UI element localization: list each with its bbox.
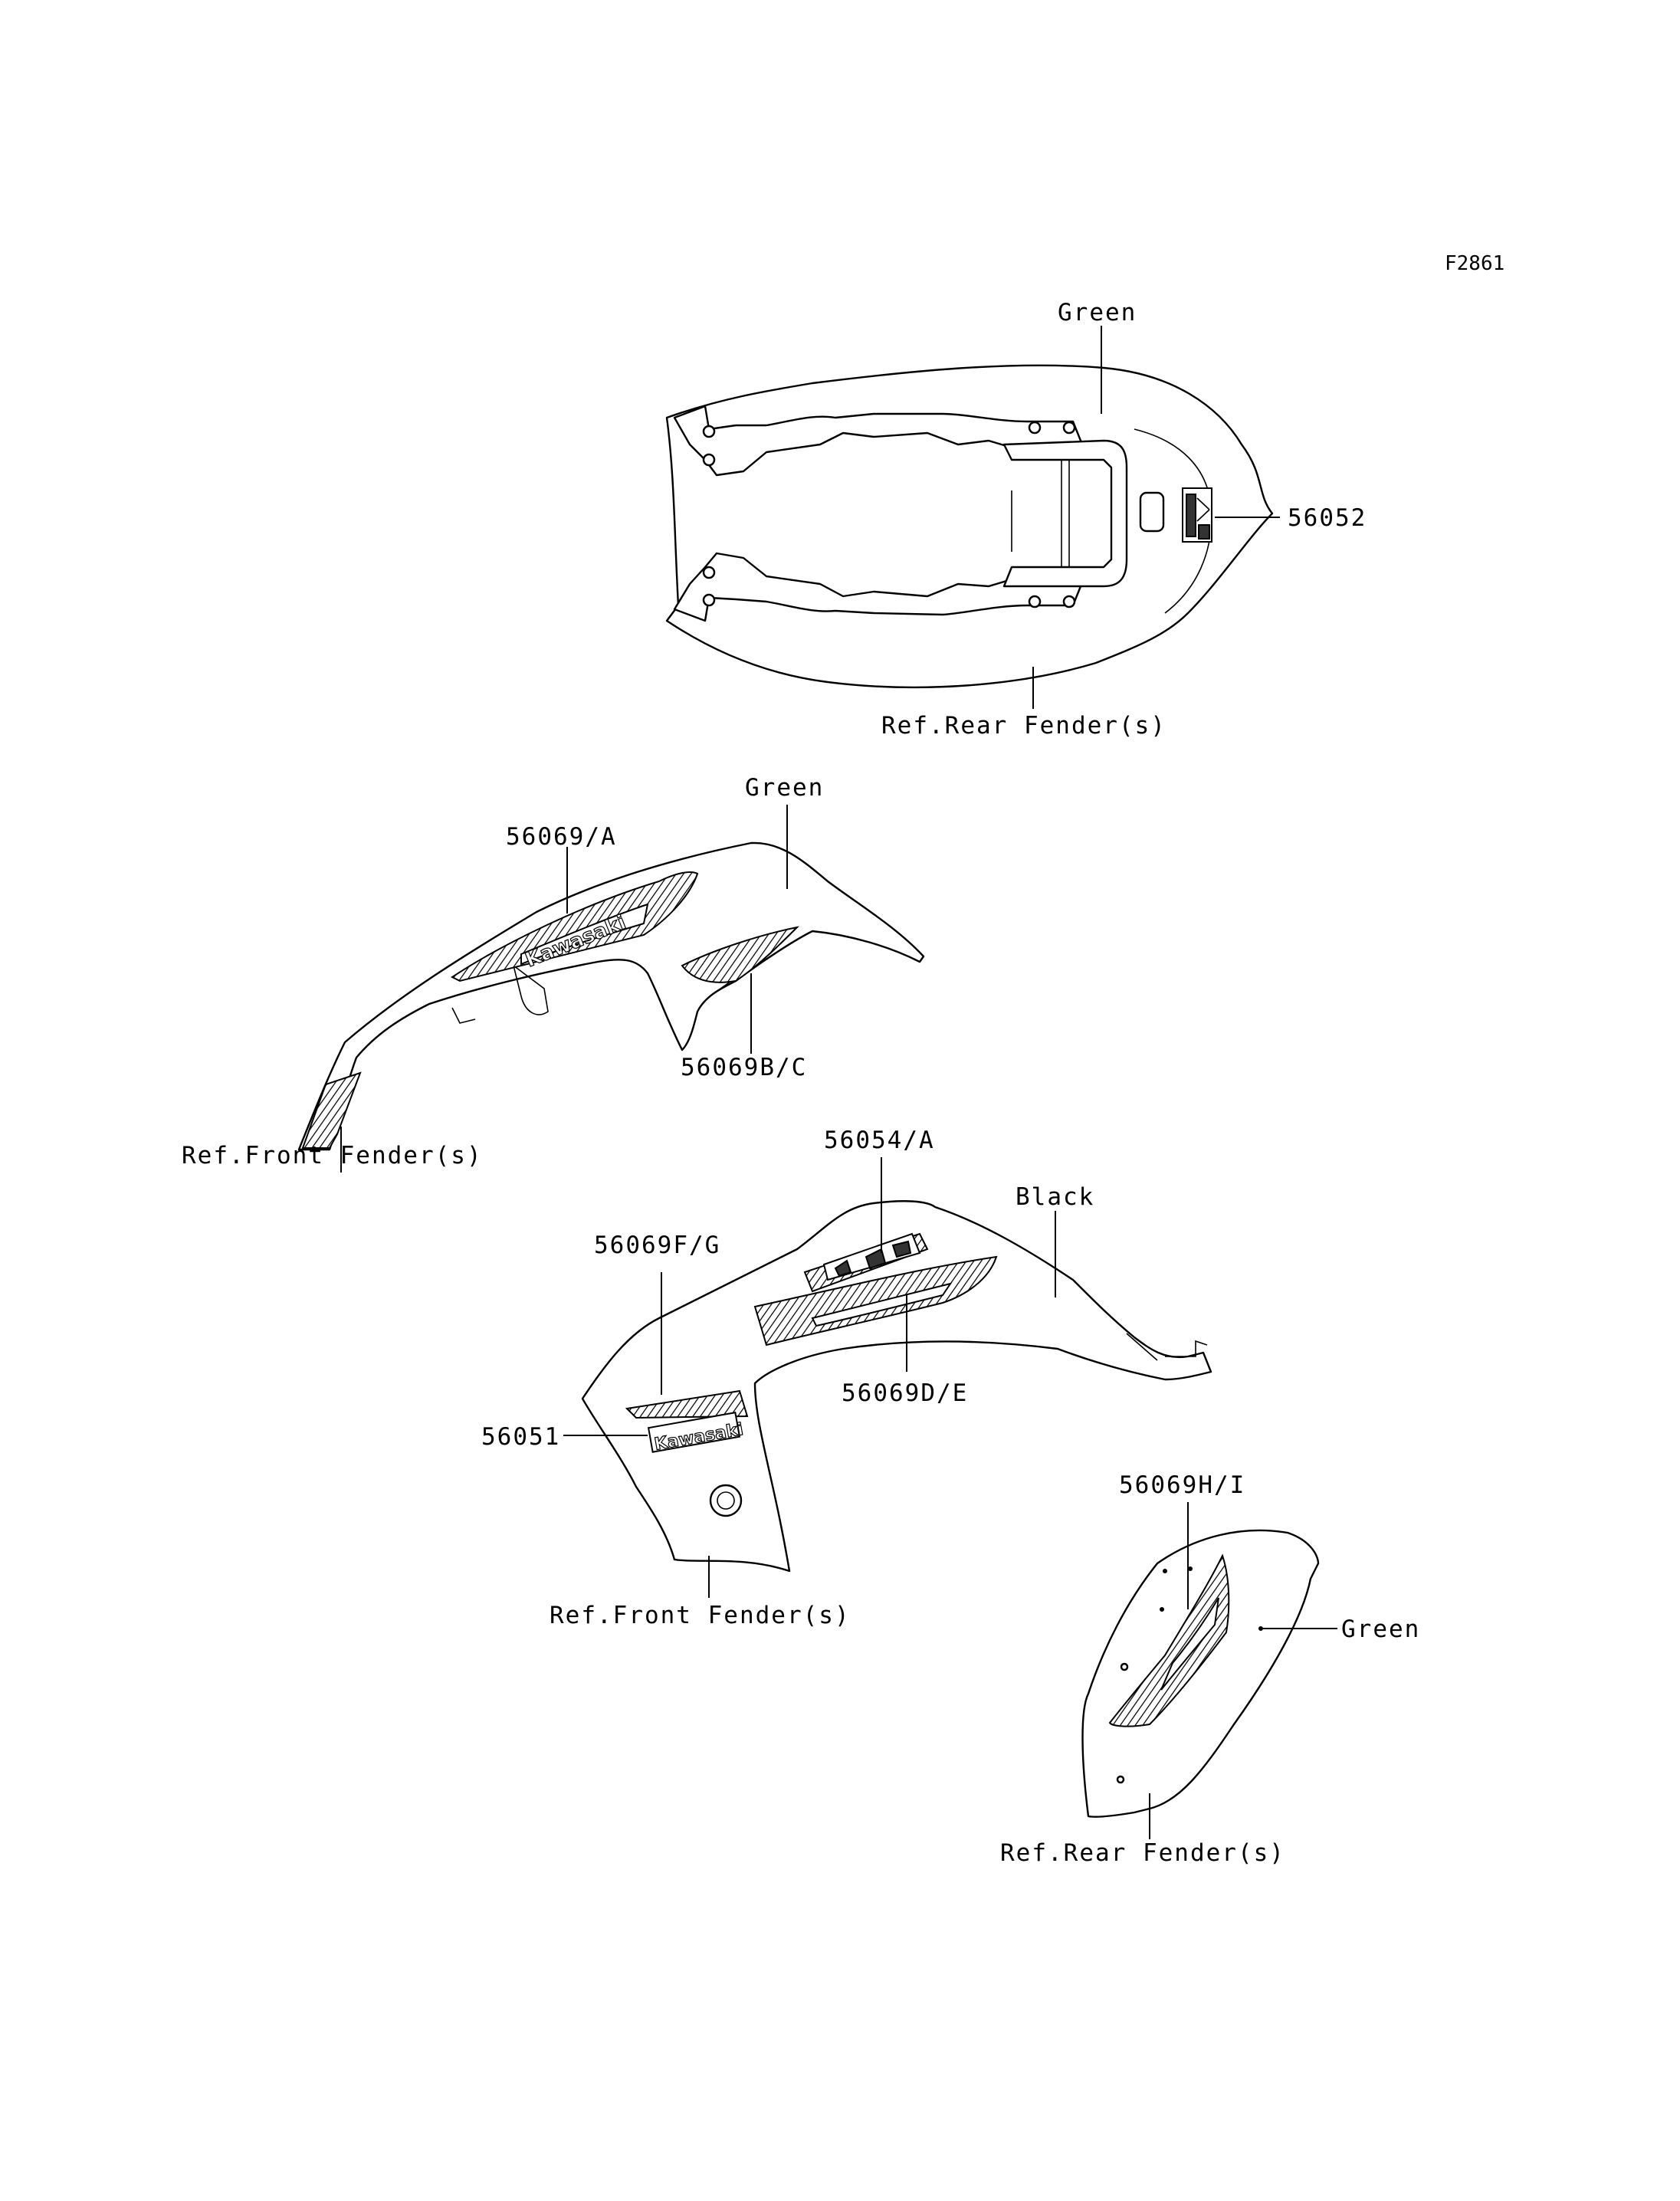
label-tail-color: Green [1058,299,1137,326]
label-side-color: Black [1016,1183,1094,1211]
label-rear-color: Green [1341,1615,1420,1643]
decal-front-lower-tip [301,1071,362,1149]
label-56069de: 56069D/E [842,1379,968,1407]
label-56069bc: 56069B/C [681,1054,807,1081]
figure-code: F2861 [1445,252,1504,275]
label-56069a: 56069/A [506,823,617,851]
decal-56051 [647,1412,741,1453]
label-56069fg: 56069F/G [594,1232,720,1259]
decal-56054-a [803,1232,929,1293]
decal-56069-a [451,871,699,982]
label-56052: 56052 [1288,504,1367,532]
side-cowl-outline [581,1200,1212,1573]
tail-emblem-decal [1182,487,1212,543]
front-cowl-outline [297,841,925,1151]
decal-56069-fg [625,1389,749,1419]
rear-panel-outline [1081,1529,1320,1818]
tail-slot [1139,491,1165,533]
label-front-ref: Ref.Front Fender(s) [182,1142,483,1169]
decal-56069-hi [1108,1553,1230,1727]
label-tail-ref: Ref.Rear Fender(s) [881,712,1166,740]
seat-frame-lower [673,552,1090,622]
label-56054a: 56054/A [824,1127,935,1154]
decal-56069-bc [681,926,800,983]
label-rear-ref: Ref.Rear Fender(s) [1000,1839,1285,1867]
seat-frame-upper [673,405,1090,477]
tail-assembly: Green 56052 Ref.Rear Fender(s) [665,299,1367,740]
tail-cowl-outline [665,364,1274,689]
label-56051: 56051 [481,1423,560,1451]
label-front-color: Green [745,774,824,802]
side-cowl-assembly: Kawasaki 56054/A Black 56069F/G 56069D/E… [481,1127,1212,1629]
rear-panel-assembly: 56069H/I Green Ref.Rear Fender(s) [1000,1471,1420,1867]
grab-rail [1002,439,1128,588]
label-56069hi: 56069H/I [1119,1471,1245,1499]
front-cowl-assembly: Kawasaki Green 56069/A 56069B/C Ref.Fron… [182,774,925,1173]
label-side-ref: Ref.Front Fender(s) [550,1602,851,1629]
cowl-grommet [709,1484,743,1517]
